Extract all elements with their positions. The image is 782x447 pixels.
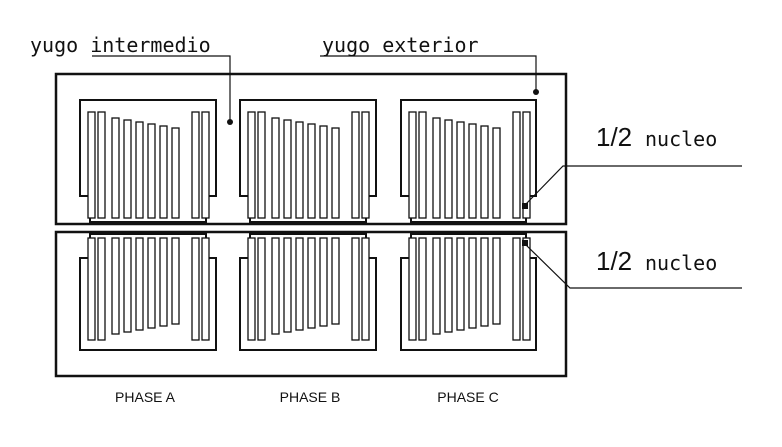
label-nucleo-bottom: nucleo (645, 251, 717, 275)
leader-yugo-exterior (320, 55, 537, 92)
label-nucleo-top: nucleo (645, 127, 717, 151)
lamination-strip (468, 123, 477, 219)
lamination-strip (295, 237, 304, 331)
lamination-strip (418, 111, 427, 219)
phase-window-a (79, 99, 217, 351)
lamination-strip (147, 123, 156, 219)
dot-yugo-exterior (533, 89, 539, 95)
dot-yugo-intermedio (227, 119, 233, 125)
leader-nucleo-top (524, 165, 742, 206)
lamination-strip (295, 121, 304, 219)
lamination-strip (87, 237, 96, 341)
lamination-strip (418, 237, 427, 341)
label-nucleo-top-fraction: 1/2 (596, 122, 632, 152)
lamination-strip (361, 111, 370, 219)
lamination-strip (408, 237, 417, 341)
lamination-strip (319, 125, 328, 219)
lamination-strip (456, 237, 465, 331)
phase-label-a: PHASE A (115, 389, 176, 405)
lamination-strip (432, 237, 441, 335)
lamination-strip (97, 111, 106, 219)
leader-lines (92, 55, 742, 289)
lamination-strip (307, 123, 316, 219)
lamination-strip (135, 121, 144, 219)
marker-dots (227, 89, 539, 246)
lamination-strip (271, 117, 280, 219)
lamination-strip (468, 237, 477, 329)
lamination-strip (257, 111, 266, 219)
core-windows (79, 99, 537, 351)
lamination-strip (283, 119, 292, 219)
lamination-strip (522, 237, 531, 341)
dot-nucleo-top (522, 203, 528, 209)
lamination-strip (201, 111, 210, 219)
lamination-strip (257, 237, 266, 341)
label-yugo-intermedio: yugo intermedio (30, 33, 211, 57)
label-yugo-exterior: yugo exterior (322, 33, 479, 57)
lamination-strip (492, 127, 501, 219)
lamination-strip (191, 237, 200, 341)
lamination-strip (512, 237, 521, 341)
lamination-strip (123, 237, 132, 333)
phase-label-b: PHASE B (280, 389, 341, 405)
lamination-strip (444, 119, 453, 219)
lamination-strip (319, 237, 328, 327)
lamination-strip (492, 237, 501, 325)
lamination-strip (171, 127, 180, 219)
lamination-strip (351, 237, 360, 341)
lamination-strip (331, 127, 340, 219)
lamination-strip (307, 237, 316, 329)
lamination-strip (87, 111, 96, 219)
lamination-strip (171, 237, 180, 325)
core-lower-half (54, 230, 568, 378)
lamination-strip (247, 237, 256, 341)
lamination-strip (271, 237, 280, 335)
lamination-strip (522, 111, 531, 219)
dot-nucleo-bottom (522, 240, 528, 246)
lamination-strip (361, 237, 370, 341)
lamination-strip (247, 111, 256, 219)
lamination-strip (480, 125, 489, 219)
lamination-strip (432, 117, 441, 219)
lamination-strip (456, 121, 465, 219)
lamination-strip (123, 119, 132, 219)
lamination-strip (111, 117, 120, 219)
lamination-strip (159, 125, 168, 219)
label-nucleo-bottom-fraction: 1/2 (596, 246, 632, 276)
lamination-strip (331, 237, 340, 325)
lamination-strip (135, 237, 144, 331)
leader-yugo-intermedio (92, 55, 231, 120)
lamination-strip (191, 111, 200, 219)
lamination-strip (283, 237, 292, 333)
lamination-strip (147, 237, 156, 329)
lamination-strip (480, 237, 489, 327)
lamination-strip (351, 111, 360, 219)
phase-window-b (239, 99, 377, 351)
lamination-strip (159, 237, 168, 327)
lamination-strip (97, 237, 106, 341)
lamination-strip (111, 237, 120, 335)
leader-nucleo-bottom (524, 243, 742, 289)
core-upper-half (54, 72, 568, 226)
phase-label-c: PHASE C (437, 389, 498, 405)
phase-window-c (400, 99, 537, 351)
lamination-strip (512, 111, 521, 219)
lamination-strip (201, 237, 210, 341)
lamination-strip (444, 237, 453, 333)
lamination-strip (408, 111, 417, 219)
